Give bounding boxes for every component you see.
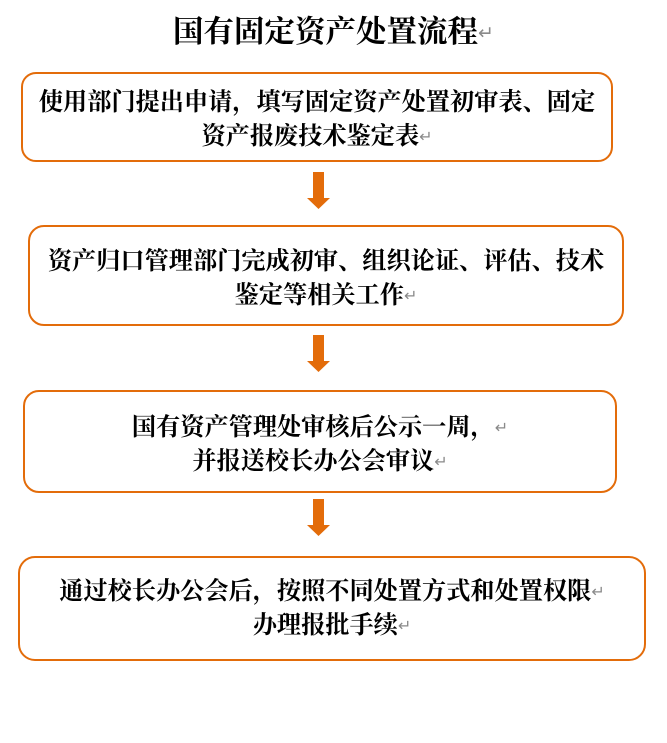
flow-step-1-line-1: 使用部门提出申请，填写固定资产处置初审表、固定 <box>23 83 611 117</box>
line-break-return-icon: ↵ <box>494 417 509 437</box>
page-title: 国有固定资产处置流程↵ <box>0 10 667 48</box>
flow-step-2-line-2-text: 鉴定等相关工作 <box>234 274 404 310</box>
paragraph-return-icon: ↵ <box>403 285 418 305</box>
flow-step-2: 资产归口管理部门完成初审、组织论证、评估、技术 鉴定等相关工作↵ <box>28 225 624 326</box>
flow-step-4-line-2-text: 办理报批手续 <box>252 605 398 640</box>
flow-step-1: 使用部门提出申请，填写固定资产处置初审表、固定 资产报废技术鉴定表↵ <box>21 72 613 162</box>
flow-step-3: 国有资产管理处审核后公示一周，↵ 并报送校长办公会审议↵ <box>23 390 617 493</box>
flow-step-4-line-2: 办理报批手续↵ <box>20 606 644 640</box>
flow-step-4-line-1: 通过校长办公会后，按照不同处置方式和处置权限↵ <box>20 572 644 606</box>
paragraph-return-icon: ↵ <box>397 616 412 635</box>
down-arrow-icon <box>307 335 330 372</box>
flow-step-3-line-2-text: 并报送校长办公会审议 <box>192 440 435 476</box>
down-arrow-icon <box>307 499 330 536</box>
down-arrow-icon <box>307 172 330 209</box>
flow-step-3-line-2: 并报送校长办公会审议↵ <box>25 440 615 476</box>
paragraph-return-icon: ↵ <box>478 22 494 44</box>
flow-step-4-line-1-text: 通过校长办公会后，按照不同处置方式和处置权限 <box>59 571 592 606</box>
flow-step-2-line-1: 资产归口管理部门完成初审、组织论证、评估、技术 <box>30 240 622 276</box>
line-break-return-icon: ↵ <box>591 582 605 601</box>
flow-step-3-line-1: 国有资产管理处审核后公示一周，↵ <box>25 406 615 442</box>
flow-step-4: 通过校长办公会后，按照不同处置方式和处置权限↵ 办理报批手续↵ <box>18 556 646 661</box>
flow-step-2-line-2: 鉴定等相关工作↵ <box>30 274 622 310</box>
flow-step-3-line-1-text: 国有资产管理处审核后公示一周， <box>131 406 495 442</box>
paragraph-return-icon: ↵ <box>419 127 433 146</box>
flow-step-1-line-2: 资产报废技术鉴定表↵ <box>23 117 611 151</box>
paragraph-return-icon: ↵ <box>434 451 448 471</box>
flow-step-1-line-2-text: 资产报废技术鉴定表 <box>201 116 420 151</box>
page-title-text: 国有固定资产处置流程 <box>173 7 479 51</box>
flow-step-2-line-1-text: 资产归口管理部门完成初审、组织论证、评估、技术 <box>47 240 605 276</box>
flow-step-1-line-1-text: 使用部门提出申请，填写固定资产处置初审表、固定 <box>38 82 596 117</box>
